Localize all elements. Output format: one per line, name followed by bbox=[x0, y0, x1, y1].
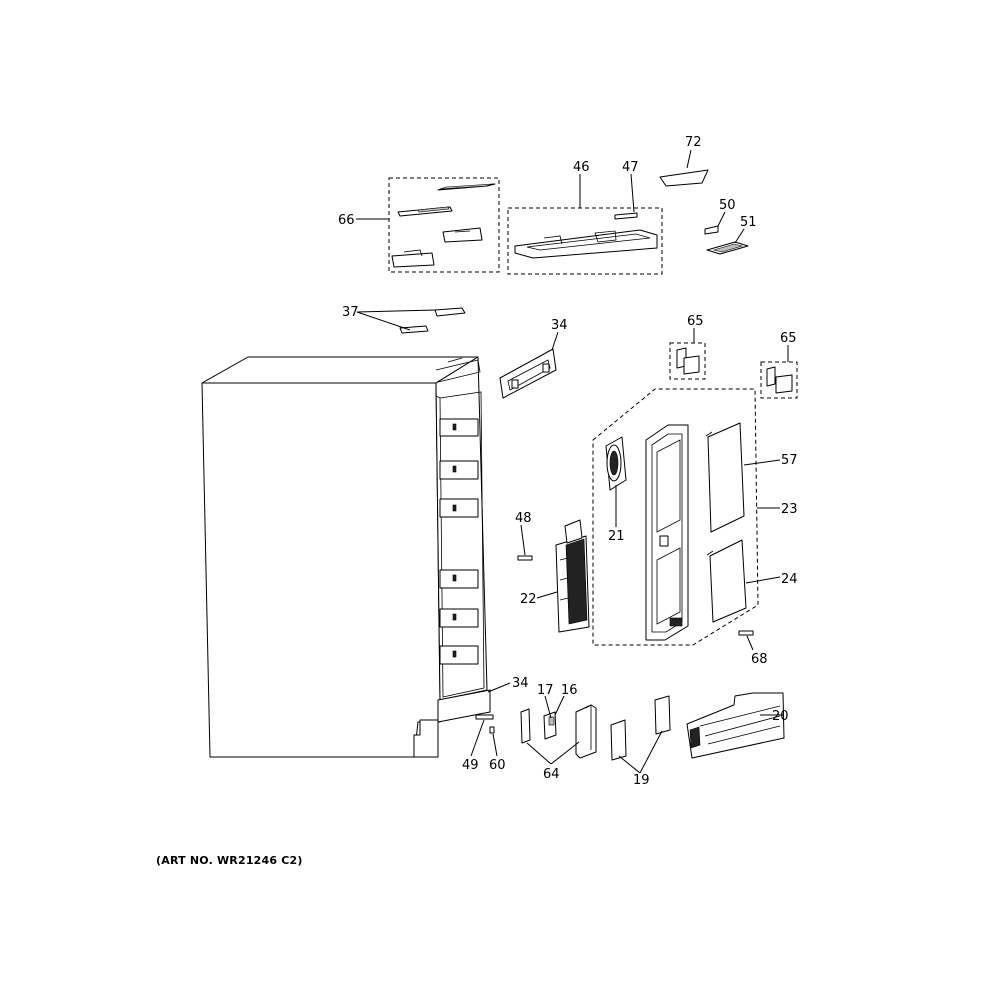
callout-34-top: 34 bbox=[551, 318, 568, 333]
part-50-small-bracket bbox=[704, 225, 719, 235]
callout-60: 60 bbox=[489, 758, 506, 773]
callout-68: 68 bbox=[751, 652, 768, 667]
part-20-lower-grille bbox=[686, 692, 785, 759]
callout-66: 66 bbox=[338, 213, 355, 228]
callout-47: 47 bbox=[622, 160, 639, 175]
part-46-top-tray-assembly bbox=[507, 207, 663, 275]
part-24-lower-panel bbox=[706, 539, 747, 623]
part-47-clip bbox=[614, 212, 638, 220]
callout-65-left: 65 bbox=[687, 314, 704, 329]
part-64-bracket-right bbox=[575, 704, 597, 759]
part-17-16-switch bbox=[543, 711, 557, 740]
part-23-evaporator-cover-assembly bbox=[592, 388, 759, 646]
part-19-plate-left bbox=[610, 719, 627, 761]
callout-24: 24 bbox=[781, 572, 798, 587]
leader-lines bbox=[356, 149, 789, 774]
part-34-top-frame-bracket bbox=[499, 348, 557, 399]
part-64-bracket-left bbox=[520, 708, 531, 744]
callout-48: 48 bbox=[515, 511, 532, 526]
callout-65-right: 65 bbox=[780, 331, 797, 346]
callout-72: 72 bbox=[685, 135, 702, 150]
callout-23: 23 bbox=[781, 502, 798, 517]
cabinet-body bbox=[201, 356, 491, 758]
callout-34-bottom: 34 bbox=[512, 676, 529, 691]
part-60-screw bbox=[489, 726, 495, 734]
callout-16: 16 bbox=[561, 683, 578, 698]
part-21-fan bbox=[605, 436, 627, 491]
callout-37: 37 bbox=[342, 305, 359, 320]
part-51-plate bbox=[706, 241, 749, 255]
art-number: (ART NO. WR21246 C2) bbox=[156, 854, 303, 867]
callout-19: 19 bbox=[633, 773, 650, 788]
callout-50: 50 bbox=[719, 198, 736, 213]
part-22-filter-grille bbox=[555, 519, 590, 633]
callout-17: 17 bbox=[537, 683, 554, 698]
part-48-pin bbox=[517, 555, 533, 561]
part-65-clip-b bbox=[760, 361, 798, 399]
part-68-pin bbox=[738, 630, 754, 636]
part-19-plate-right bbox=[654, 695, 671, 735]
part-57-upper-panel bbox=[705, 422, 745, 533]
callout-20: 20 bbox=[772, 709, 789, 724]
callout-51: 51 bbox=[740, 215, 757, 230]
callout-22: 22 bbox=[520, 592, 537, 607]
part-66-bracket-kit bbox=[388, 177, 500, 273]
callout-57: 57 bbox=[781, 453, 798, 468]
callout-49: 49 bbox=[462, 758, 479, 773]
callout-labels: 72 46 47 50 51 66 37 34 65 65 57 23 48 2… bbox=[338, 135, 798, 788]
part-49-rod bbox=[475, 714, 494, 720]
callout-64: 64 bbox=[543, 767, 560, 782]
callout-46: 46 bbox=[573, 160, 590, 175]
callout-21: 21 bbox=[608, 529, 625, 544]
part-72-label bbox=[659, 169, 709, 187]
part-37-hinge-covers bbox=[399, 307, 466, 334]
part-65-clip-a bbox=[669, 342, 706, 380]
